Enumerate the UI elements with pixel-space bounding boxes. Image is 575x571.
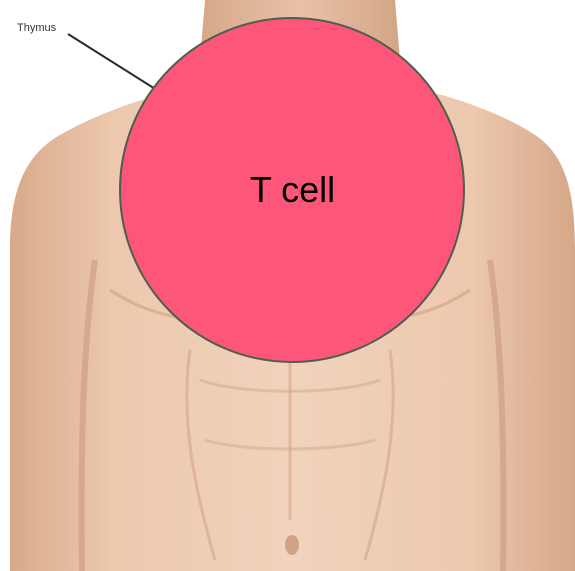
- thymus-label: Thymus: [17, 23, 56, 34]
- thymus-leader-line: [68, 34, 160, 92]
- t-cell-label: T cell: [120, 155, 465, 225]
- navel: [285, 535, 299, 555]
